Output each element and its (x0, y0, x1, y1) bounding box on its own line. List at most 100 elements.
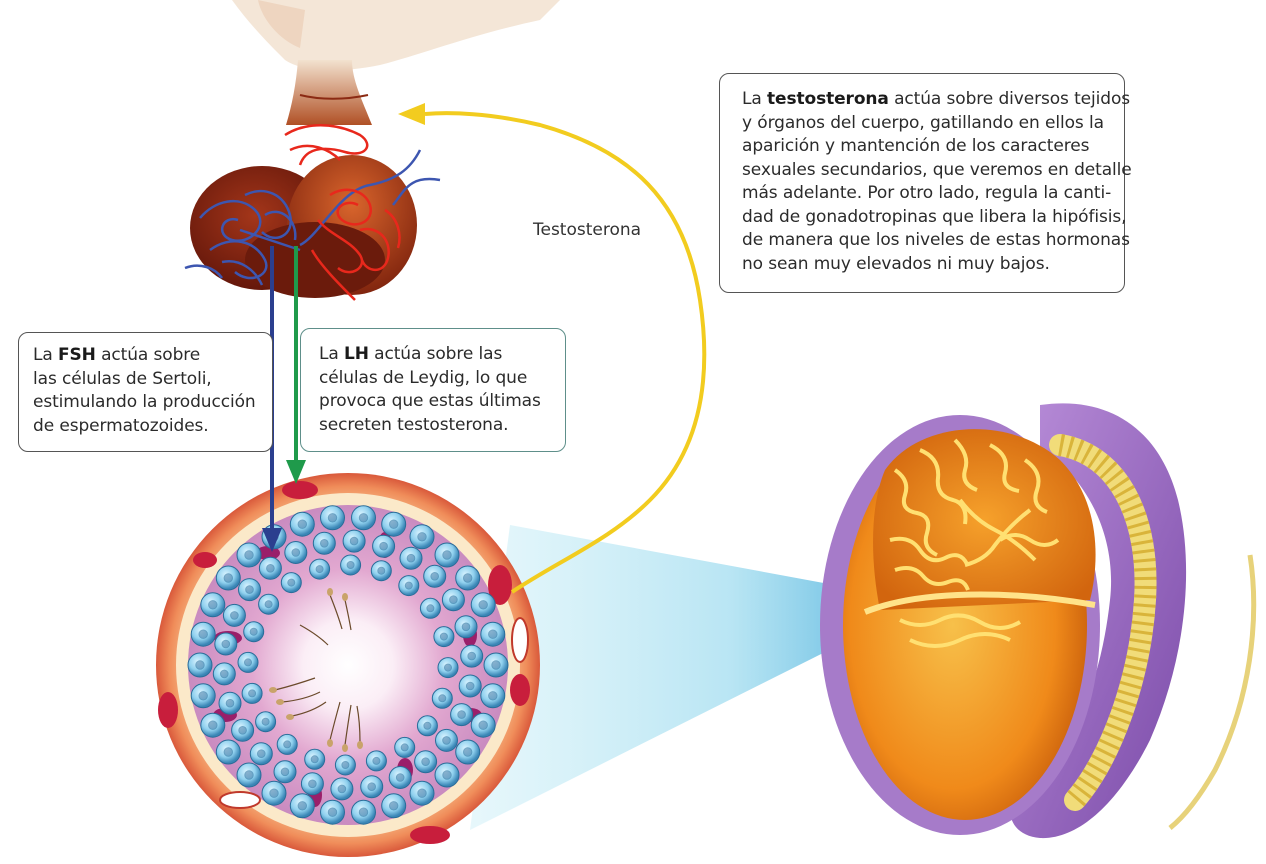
germ-cell-nucleus (281, 768, 289, 776)
testosterone-box-line-2: y órganos del cuerpo, gatillando en ello… (742, 112, 1114, 136)
germ-cell-nucleus (209, 601, 217, 609)
pituitary-gland-illustration (185, 0, 560, 300)
germ-cell-nucleus (267, 565, 275, 573)
testosterone-box-line-5: más adelante. Por otro lado, regula la c… (742, 182, 1114, 206)
germ-cell-nucleus (405, 582, 412, 589)
testosterone-box-line-3: aparición y mantención de los caracteres (742, 135, 1114, 159)
germ-cell-nucleus (464, 748, 472, 756)
germ-cell-nucleus (359, 808, 367, 816)
germ-cell-nucleus (262, 718, 269, 725)
germ-cell-nucleus (390, 520, 398, 528)
germ-cell-nucleus (390, 802, 398, 810)
germ-cell-nucleus (224, 748, 232, 756)
testosterone-box-line-8: no sean muy elevados ni muy bajos. (742, 253, 1114, 277)
germ-cell-nucleus (489, 630, 497, 638)
germ-cell-nucleus (468, 652, 476, 660)
germ-cell-nucleus (249, 690, 256, 697)
germ-cell-nucleus (226, 699, 234, 707)
testosterone-box-line-6: dad de gonadotropinas que libera la hipó… (742, 206, 1114, 230)
lh-box-line-3: provoca que estas últimas (319, 390, 555, 414)
germ-cell-nucleus (338, 785, 346, 793)
germ-cell-nucleus (245, 659, 252, 666)
testosterone-box-line-7: de manera que los niveles de estas hormo… (742, 229, 1114, 253)
germ-cell-nucleus (380, 542, 388, 550)
lh-info-box: La LH actúa sobre las células de Leydig,… (300, 328, 566, 452)
germ-cell-nucleus (265, 601, 272, 608)
germ-cell-nucleus (443, 551, 451, 559)
germ-cell-nucleus (424, 722, 431, 729)
germ-cell-nucleus (492, 661, 500, 669)
germ-cell-nucleus (342, 762, 349, 769)
fsh-keyword: FSH (58, 345, 96, 365)
germ-cell-nucleus (245, 771, 253, 779)
germ-cell-nucleus (298, 802, 306, 810)
testis-illustration (820, 403, 1254, 838)
germ-cell-nucleus (479, 601, 487, 609)
germ-cell-nucleus (196, 661, 204, 669)
germ-cell-nucleus (328, 514, 336, 522)
seminiferous-tubule-cross-section (156, 473, 540, 857)
germ-cell-nucleus (222, 640, 230, 648)
germ-cell-nucleus (418, 533, 426, 541)
germ-cell-nucleus (321, 540, 329, 548)
germ-cell-nucleus (479, 721, 487, 729)
germ-cell-nucleus (250, 628, 257, 635)
germ-cell-nucleus (466, 682, 474, 690)
germ-cell-nucleus (199, 692, 207, 700)
germ-cell-nucleus (450, 596, 458, 604)
germ-cell-nucleus (439, 695, 446, 702)
germ-cell-nucleus (270, 789, 278, 797)
germ-cell-nucleus (368, 783, 376, 791)
germ-cell-nucleus (396, 774, 404, 782)
germ-cell-nucleus (284, 741, 291, 748)
germ-cell-nucleus (359, 514, 367, 522)
germ-cell-nucleus (464, 574, 472, 582)
germ-cell-nucleus (373, 757, 380, 764)
germ-cell-nucleus (292, 549, 300, 557)
germ-cell-nucleus (458, 711, 466, 719)
germ-cell-nucleus (288, 579, 295, 586)
germ-cell-nucleus (221, 670, 229, 678)
germ-cell-nucleus (401, 744, 408, 751)
germ-cell-nucleus (422, 758, 430, 766)
germ-cell-nucleus (328, 808, 336, 816)
germ-cell-nucleus (316, 566, 323, 573)
testosterone-arrow-label: Testosterona (533, 220, 641, 240)
germ-cell-nucleus (378, 567, 385, 574)
germ-cell-nucleus (350, 537, 358, 545)
germ-cell-nucleus (427, 605, 434, 612)
germ-cell-nucleus (245, 551, 253, 559)
fsh-box-line-2: las células de Sertoli, (33, 368, 262, 392)
testosterone-keyword: testosterona (767, 89, 889, 109)
germ-cell-nucleus (199, 630, 207, 638)
germ-cell-nucleus (445, 664, 452, 671)
fsh-box-line-1: La FSH actúa sobre (33, 344, 262, 368)
germ-cell-nucleus (431, 573, 439, 581)
testosterone-box-line-1: La testosterona actúa sobre diversos tej… (742, 88, 1114, 112)
germ-cell-nucleus (407, 554, 415, 562)
germ-cell-nucleus (209, 721, 217, 729)
germ-cell-nucleus (309, 780, 317, 788)
fsh-box-line-3: estimulando la producción (33, 391, 262, 415)
germ-cell-nucleus (231, 612, 239, 620)
lh-box-line-1: La LH actúa sobre las (319, 343, 555, 367)
germ-cell-nucleus (440, 633, 447, 640)
fsh-info-box: La FSH actúa sobre las células de Sertol… (18, 332, 273, 452)
germ-cell-nucleus (224, 574, 232, 582)
germ-cell-nucleus (418, 789, 426, 797)
testosterone-box-line-4: sexuales secundarios, que veremos en det… (742, 159, 1114, 183)
germ-cell-nucleus (462, 623, 470, 631)
germ-cell-nucleus (246, 586, 254, 594)
lh-keyword: LH (344, 344, 369, 364)
germ-cell-nucleus (239, 727, 247, 735)
germ-cell-nucleus (258, 750, 266, 758)
germ-cell-nucleus (443, 771, 451, 779)
lh-box-line-4: secreten testosterona. (319, 414, 555, 438)
fsh-box-line-4: de espermatozoides. (33, 415, 262, 439)
germ-cell-nucleus (311, 756, 318, 763)
germ-cell-nucleus (489, 692, 497, 700)
germ-cell-nucleus (347, 562, 354, 569)
germ-cell-nucleus (443, 737, 451, 745)
germ-cell-nucleus (298, 520, 306, 528)
lh-box-line-2: células de Leydig, lo que (319, 367, 555, 391)
